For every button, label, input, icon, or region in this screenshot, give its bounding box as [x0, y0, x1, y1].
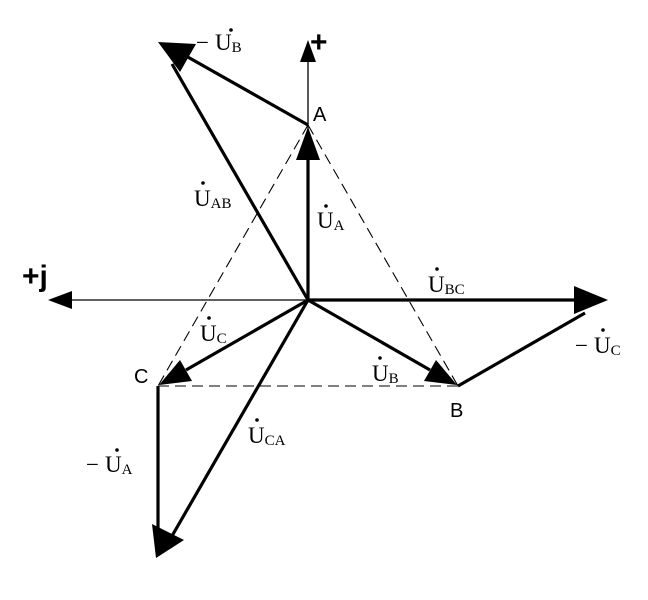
dot-ubc — [435, 267, 439, 271]
label-uc-main: U — [200, 321, 217, 346]
label-uab: UAB — [194, 186, 231, 212]
vector-uc-line — [185, 298, 309, 372]
vector-ua-arrowhead — [296, 127, 320, 160]
vector-ub-line — [307, 298, 431, 372]
vertical-axis-label: + — [310, 26, 328, 59]
dashed-side-ab — [307, 124, 459, 387]
vector-uc-arrowhead — [159, 360, 192, 385]
label-neg-uc-sub: C — [611, 343, 621, 359]
vector-uca-arrowhead — [152, 524, 184, 558]
label-ub-main: U — [372, 361, 389, 386]
label-ua-main: U — [317, 208, 334, 233]
dot-neg-uc — [601, 328, 605, 332]
label-uab-sub: AB — [211, 196, 232, 212]
vector-uab-line — [170, 63, 310, 301]
dot-uca — [255, 418, 259, 422]
point-a-label: A — [313, 104, 327, 126]
label-uc: UC — [200, 321, 227, 347]
horizontal-axis-label: +j — [22, 260, 48, 293]
label-neg-uc-main: U — [594, 333, 611, 358]
dot-neg-ub — [229, 28, 233, 32]
label-neg-ua-sub: A — [122, 462, 133, 478]
dot-ua — [324, 204, 328, 208]
point-b-label: B — [450, 400, 463, 422]
vertical-axis-arrowhead — [300, 40, 316, 62]
vector-ubc-arrowhead — [574, 286, 608, 314]
vector-neg-ub-line — [185, 54, 309, 127]
dashed-side-ac — [157, 124, 309, 387]
label-uc-sub: C — [217, 331, 227, 347]
vector-neg-uc-line — [457, 311, 586, 388]
horizontal-axis-arrowhead — [48, 291, 72, 309]
label-neg-ua: −UA — [86, 452, 133, 478]
label-neg-ub-main: U — [215, 30, 232, 55]
label-ua: UA — [317, 208, 345, 234]
label-ua-sub: A — [334, 218, 345, 234]
vector-uca-line — [170, 299, 310, 537]
dot-uc — [207, 316, 211, 320]
label-uca-main: U — [248, 423, 265, 448]
label-neg-ua-main: U — [105, 452, 122, 477]
dot-neg-ua — [115, 448, 119, 452]
label-ub-sub: B — [389, 371, 399, 387]
label-uab-main: U — [194, 186, 211, 211]
point-c-label: C — [134, 366, 148, 388]
label-ubc-main: U — [428, 272, 445, 297]
label-ubc-sub: BC — [445, 282, 465, 298]
label-neg-ub-sub: B — [232, 40, 242, 56]
label-ub: UB — [372, 361, 399, 387]
label-neg-uc-prefix: − — [575, 333, 588, 358]
vector-neg-ub-arrowhead — [158, 42, 196, 72]
label-neg-ub: −UB — [196, 30, 242, 56]
dot-ub — [378, 356, 382, 360]
label-ubc: UBC — [428, 272, 465, 298]
label-uca: UCA — [248, 423, 286, 449]
label-neg-uc: −UC — [575, 333, 621, 359]
label-neg-ua-prefix: − — [86, 452, 99, 477]
label-neg-ub-prefix: − — [196, 30, 209, 55]
vector-ub-arrowhead — [424, 360, 457, 385]
phasor-dots — [115, 28, 605, 452]
dot-uab — [201, 181, 205, 185]
label-uca-sub: CA — [265, 433, 286, 449]
